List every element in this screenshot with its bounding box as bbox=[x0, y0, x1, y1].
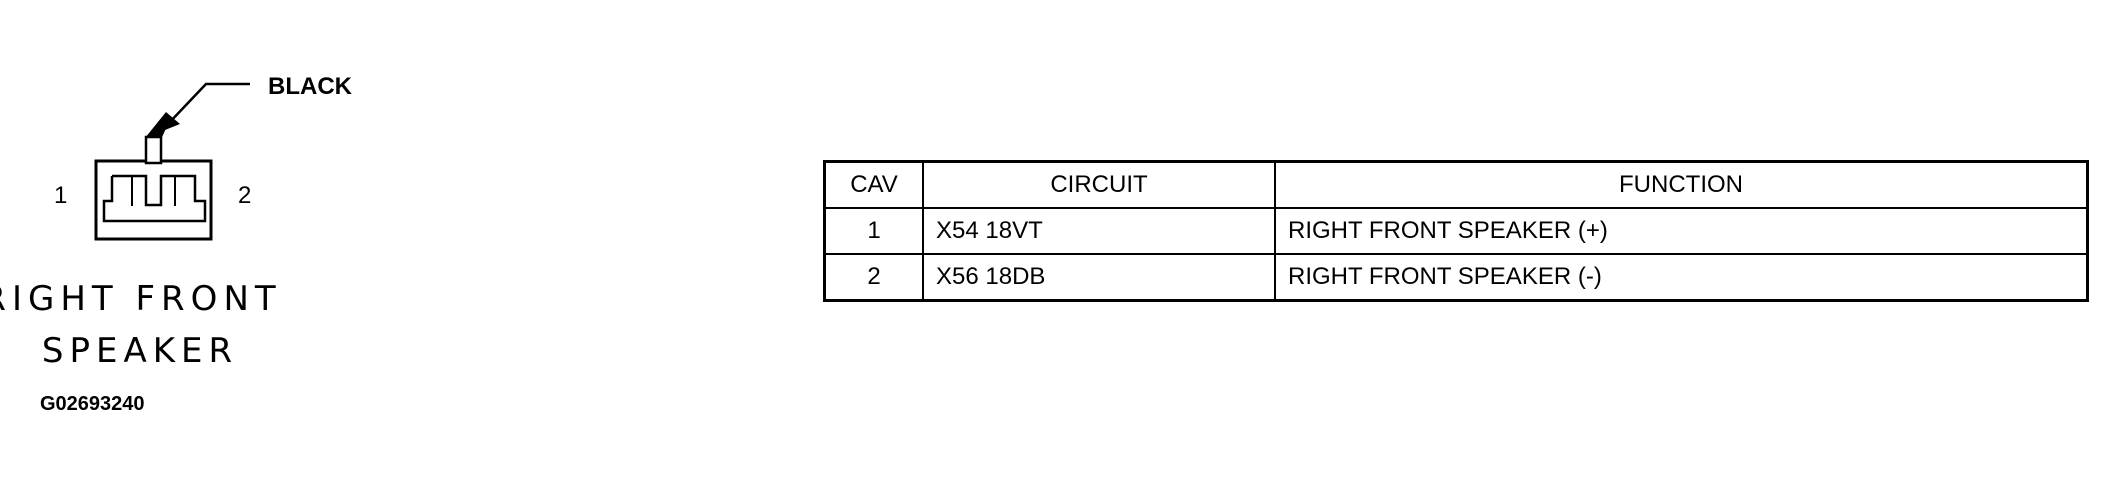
connector-latch bbox=[144, 135, 163, 165]
header-cav: CAV bbox=[823, 160, 924, 209]
figure-id: G02693240 bbox=[40, 393, 145, 415]
pin-number-left: 1 bbox=[54, 182, 67, 209]
header-function: FUNCTION bbox=[1274, 160, 2089, 209]
pin-function-table: CAV CIRCUIT FUNCTION 1 X54 18VT RIGHT FR… bbox=[823, 160, 2089, 302]
cell-cav: 2 bbox=[823, 253, 924, 302]
header-circuit: CIRCUIT bbox=[922, 160, 1276, 209]
cell-circuit: X56 18DB bbox=[922, 253, 1276, 302]
table-row: 1 X54 18VT RIGHT FRONT SPEAKER (+) bbox=[823, 207, 2089, 255]
cell-function: RIGHT FRONT SPEAKER (+) bbox=[1274, 207, 2089, 255]
cell-circuit: X54 18VT bbox=[922, 207, 1276, 255]
table-header-row: CAV CIRCUIT FUNCTION bbox=[823, 160, 2089, 209]
leader-arrowhead-tip bbox=[145, 112, 180, 138]
cell-function: RIGHT FRONT SPEAKER (-) bbox=[1274, 253, 2089, 302]
color-leader-line bbox=[167, 82, 250, 125]
color-label: BLACK bbox=[268, 73, 353, 100]
pin-number-right: 2 bbox=[238, 182, 251, 209]
connector-name-line1: RIGHT FRONT bbox=[0, 279, 282, 319]
connector-name-line2: SPEAKER bbox=[42, 331, 238, 371]
connector-cavity bbox=[102, 174, 207, 223]
cell-cav: 1 bbox=[823, 207, 924, 255]
table-row: 2 X56 18DB RIGHT FRONT SPEAKER (-) bbox=[823, 253, 2089, 302]
